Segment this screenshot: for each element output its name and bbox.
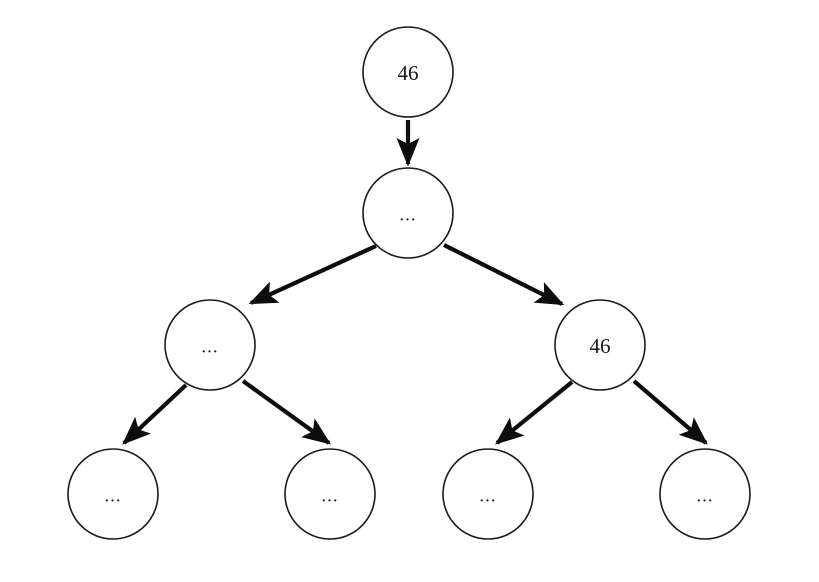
tree-node-root[interactable]: 46: [362, 26, 454, 118]
node-label-n3: 46: [590, 334, 611, 358]
tree-node-leaf3[interactable]: ...: [442, 448, 534, 540]
tree-edge-n3-to-leaf4: [632, 379, 708, 445]
tree-node-leaf4[interactable]: ...: [659, 448, 751, 540]
node-label-n1: ...: [399, 205, 416, 226]
tree-node-n2[interactable]: ...: [164, 299, 256, 391]
edges-layer: [122, 120, 708, 445]
tree-edge-n3-to-leaf3: [495, 380, 574, 445]
tree-node-leaf2[interactable]: ...: [284, 448, 376, 540]
node-circle-leaf4: [659, 448, 751, 540]
node-label-root: 46: [398, 61, 419, 85]
node-circle-leaf2: [284, 448, 376, 540]
tree-edge-n1-to-n3: [443, 243, 565, 306]
nodes-layer: 46...... 46............: [67, 26, 751, 540]
tree-edge-n1-to-n2: [248, 244, 377, 305]
node-circle-n2: [164, 299, 256, 391]
node-circle-leaf3: [442, 448, 534, 540]
node-circle-leaf1: [67, 448, 159, 540]
node-circle-root: [362, 26, 454, 118]
node-label-leaf1: ...: [104, 486, 121, 507]
tree-edge-n2-to-leaf1: [122, 383, 188, 445]
tree-node-n1[interactable]: ...: [362, 167, 454, 259]
tree-edge-n2-to-leaf2: [241, 379, 332, 445]
tree-node-n3[interactable]: 46: [554, 299, 646, 391]
node-label-leaf4: ...: [696, 486, 713, 507]
node-circle-n1: [362, 167, 454, 259]
node-label-n2: ...: [201, 337, 218, 358]
node-label-leaf2: ...: [321, 486, 338, 507]
node-label-leaf3: ...: [479, 486, 496, 507]
node-circle-n3: [554, 299, 646, 391]
tree-node-leaf1[interactable]: ...: [67, 448, 159, 540]
